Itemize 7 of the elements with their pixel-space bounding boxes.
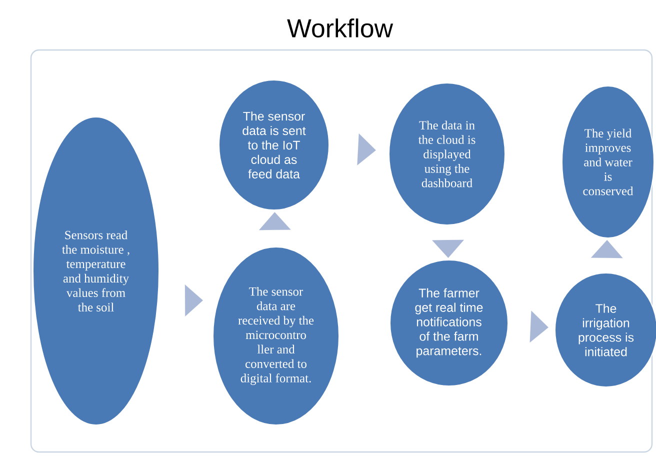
arrow (184, 284, 203, 316)
arrow (530, 310, 548, 343)
arrow (590, 240, 623, 258)
title: Workflow (287, 18, 394, 38)
arrow (258, 212, 291, 230)
arrow (357, 133, 376, 166)
arrow (432, 240, 464, 258)
